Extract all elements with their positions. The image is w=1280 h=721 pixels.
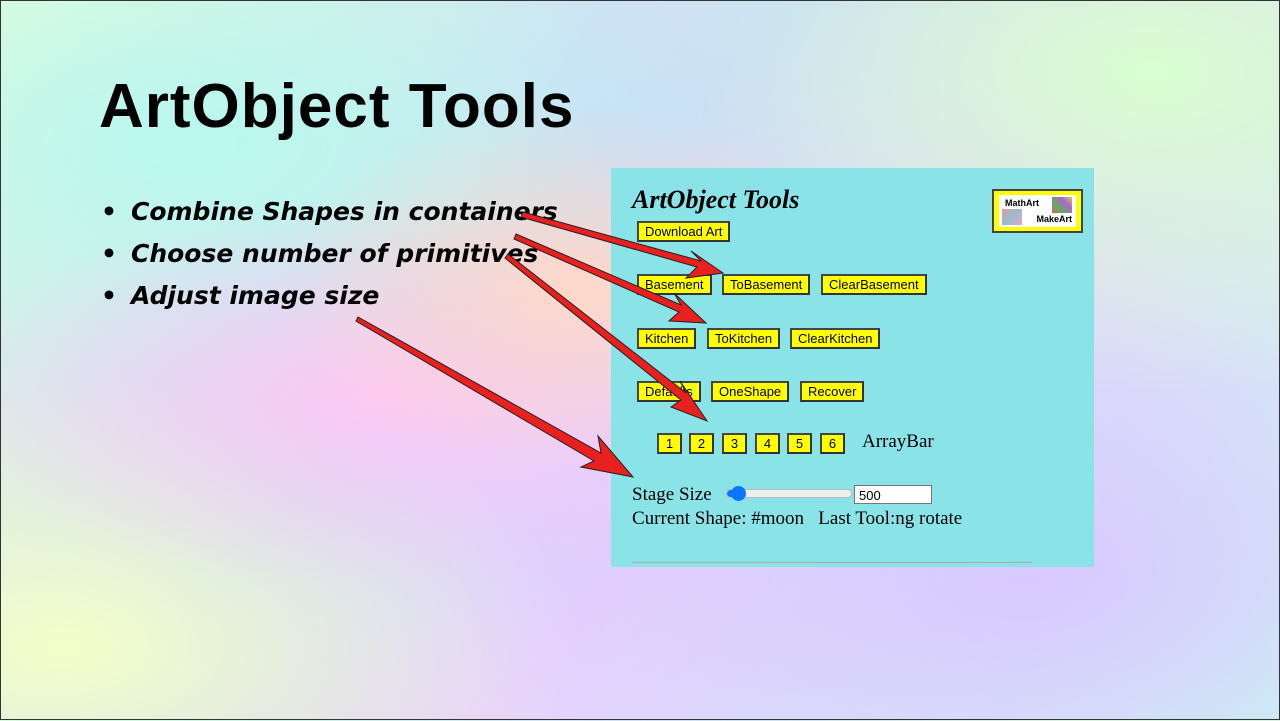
- arrow-icon: [513, 233, 708, 324]
- bullet-item: Combine Shapes in containers: [101, 197, 558, 239]
- array-4-button[interactable]: 4: [755, 433, 780, 454]
- bullet-list: Combine Shapes in containers Choose numb…: [101, 197, 558, 323]
- logo-text-makeart: MakeArt: [1036, 214, 1072, 224]
- clear-kitchen-button[interactable]: ClearKitchen: [790, 328, 881, 349]
- array-2-button[interactable]: 2: [689, 433, 714, 454]
- to-basement-button[interactable]: ToBasement: [722, 274, 811, 295]
- slide-title: ArtObject Tools: [99, 72, 575, 141]
- status-text: Current Shape: #moon Last Tool:ng rotate: [632, 508, 963, 529]
- download-art-button[interactable]: Download Art: [637, 221, 731, 242]
- art-thumbnail-icon: [1052, 197, 1072, 213]
- bullet-item: Adjust image size: [101, 281, 558, 323]
- array-1-button[interactable]: 1: [657, 433, 682, 454]
- arrow-icon: [520, 211, 725, 279]
- kitchen-button[interactable]: Kitchen: [637, 328, 697, 349]
- to-kitchen-button[interactable]: ToKitchen: [707, 328, 781, 349]
- slider-thumb[interactable]: [731, 486, 746, 501]
- array-3-button[interactable]: 3: [722, 433, 747, 454]
- mathart-logo-button[interactable]: MathArt MakeArt: [992, 189, 1083, 233]
- stage-size-label: Stage Size: [632, 484, 712, 505]
- arrow-icon: [355, 316, 635, 478]
- art-thumbnail-icon: [1002, 209, 1022, 225]
- one-shape-button[interactable]: OneShape: [711, 381, 790, 402]
- array-5-button[interactable]: 5: [787, 433, 812, 454]
- recover-button[interactable]: Recover: [800, 381, 865, 402]
- array-6-button[interactable]: 6: [820, 433, 845, 454]
- clear-basement-button[interactable]: ClearBasement: [821, 274, 927, 295]
- stage-size-input[interactable]: 500: [854, 485, 932, 504]
- divider: [632, 562, 1032, 563]
- arrow-icon: [504, 253, 709, 423]
- stage-size-slider[interactable]: [726, 486, 852, 501]
- panel-title: ArtObject Tools: [632, 185, 800, 214]
- arraybar-label: ArrayBar: [862, 431, 934, 452]
- bullet-item: Choose number of primitives: [101, 239, 558, 281]
- logo-text-mathart: MathArt: [1005, 198, 1039, 208]
- artobject-tools-panel: ArtObject Tools MathArt MakeArt Download…: [611, 168, 1094, 567]
